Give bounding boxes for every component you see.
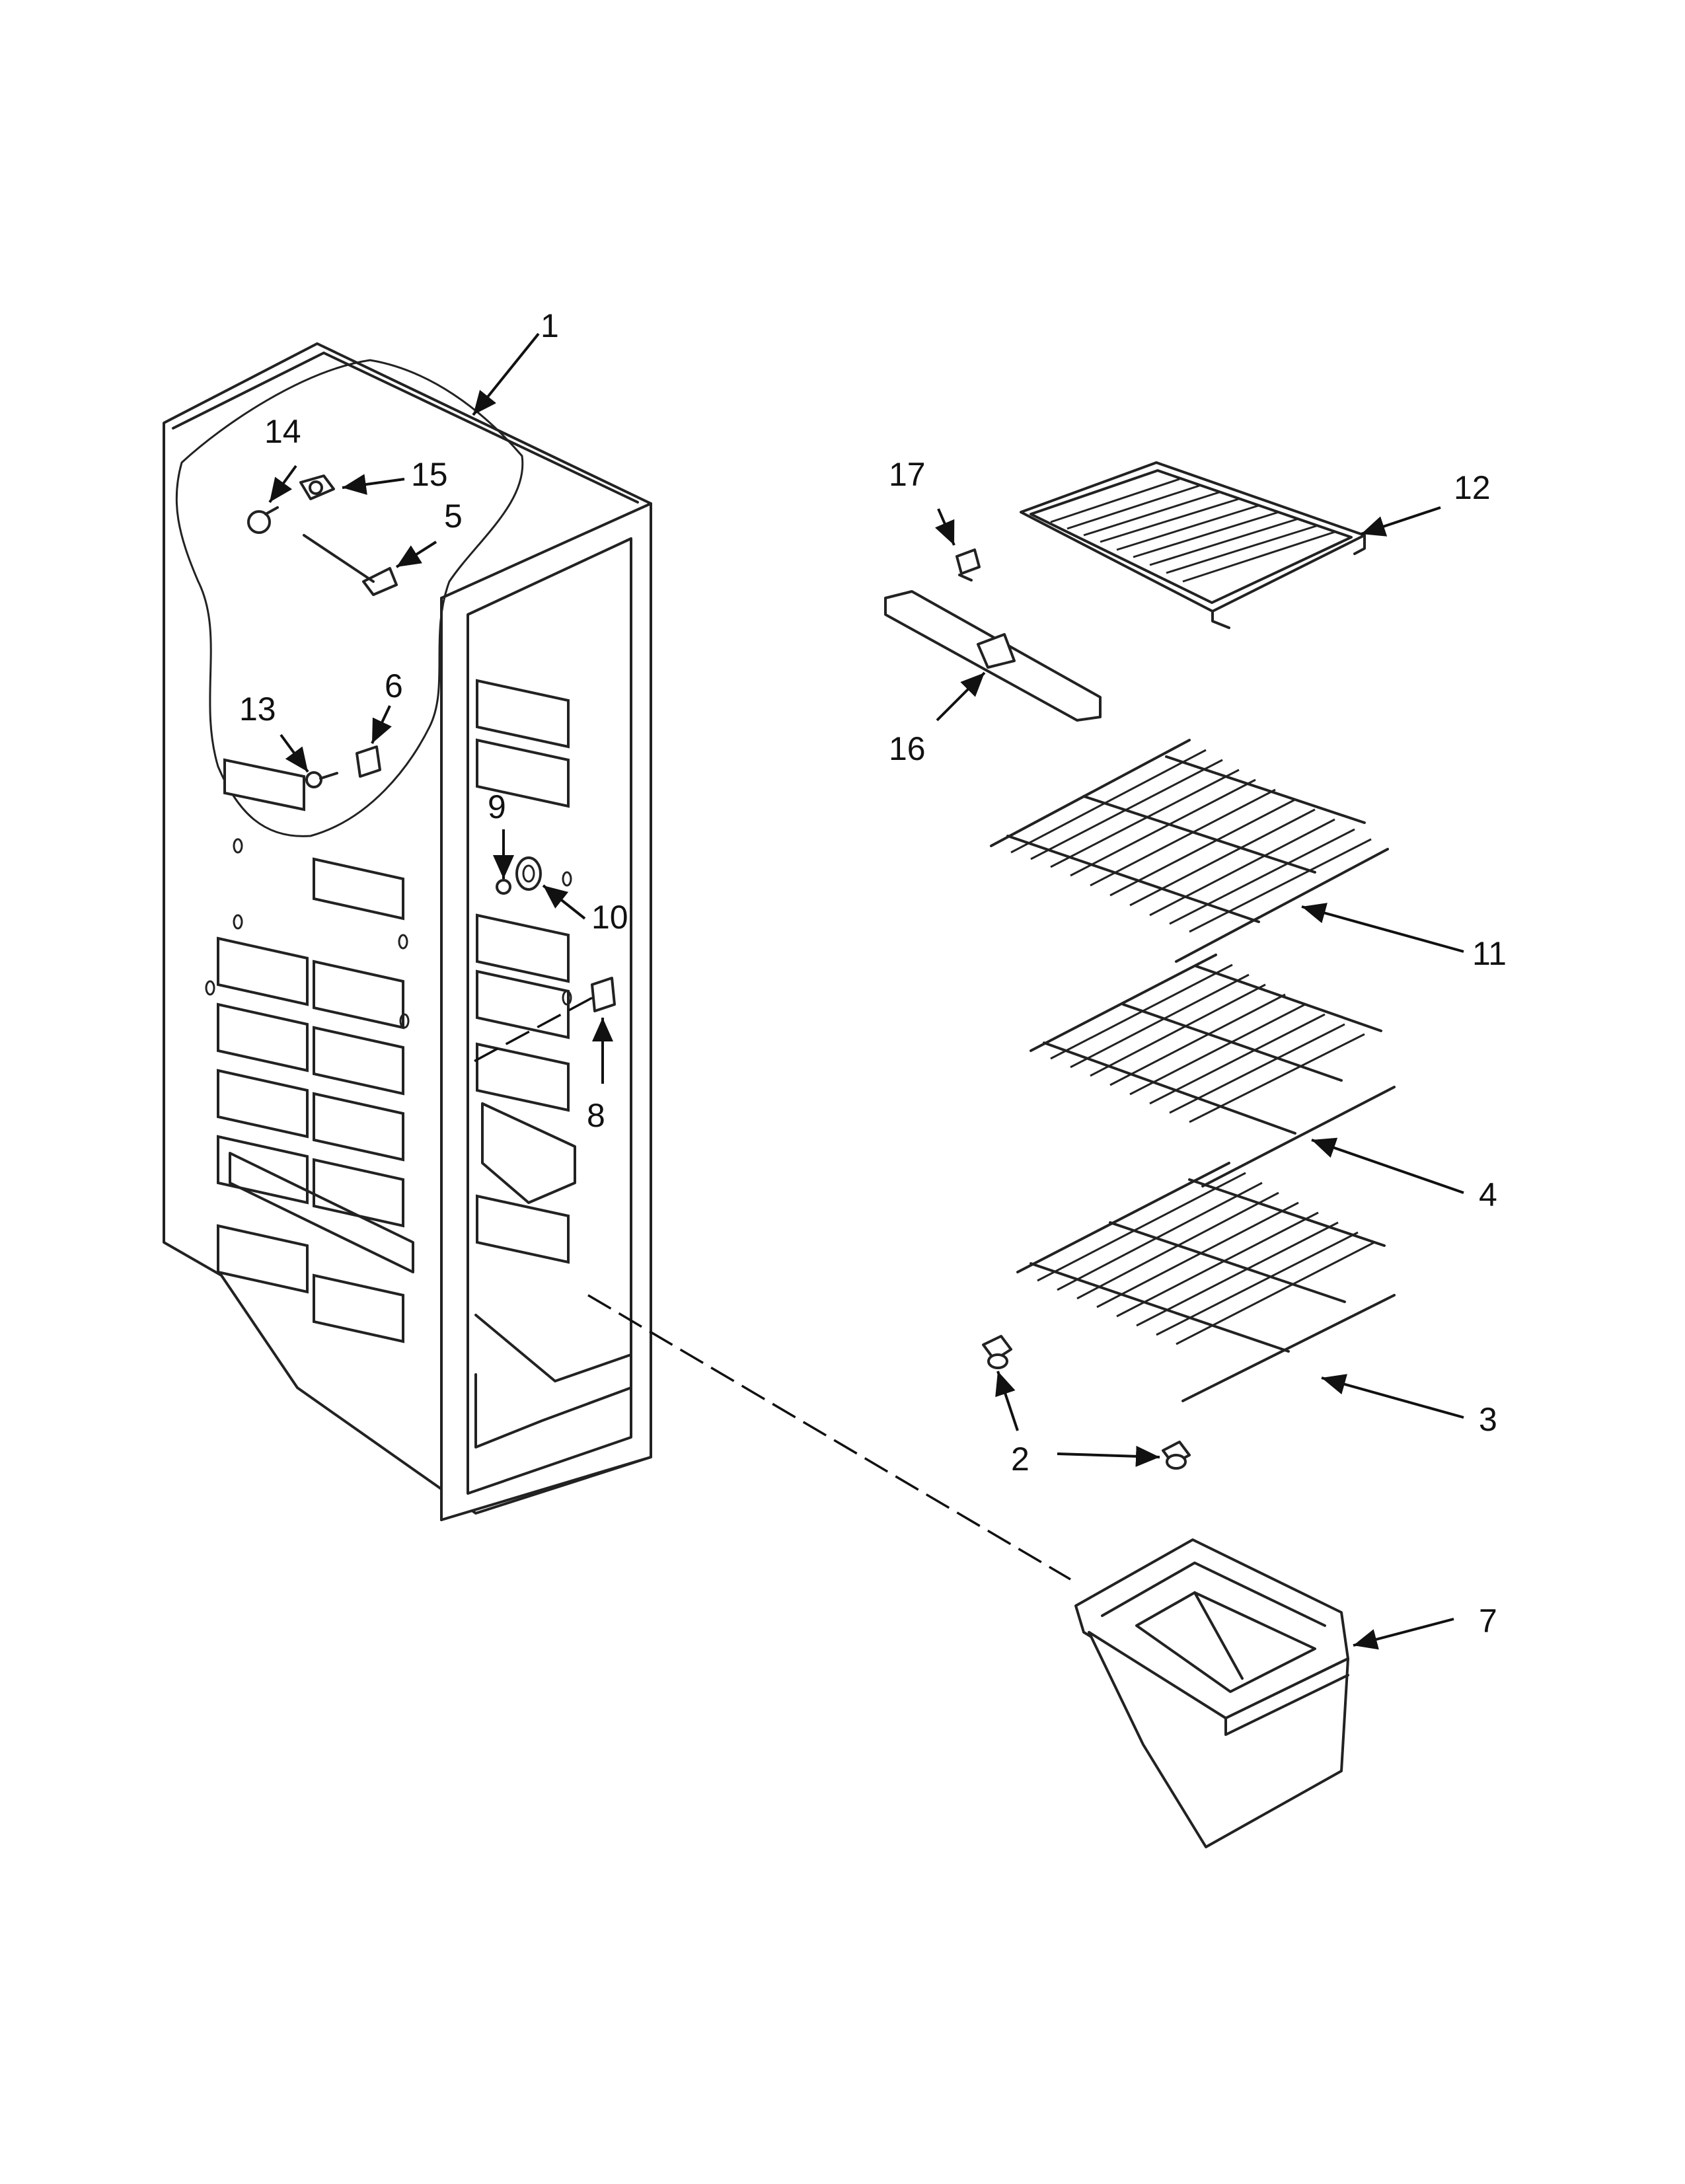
callout-14: 14 <box>264 413 301 450</box>
leader-lines <box>268 332 1464 1650</box>
part-16-shelf-support <box>884 590 1102 722</box>
callout-7: 7 <box>1479 1602 1497 1639</box>
callout-9: 9 <box>488 788 506 825</box>
callout-3: 3 <box>1479 1401 1497 1438</box>
callout-4: 4 <box>1479 1176 1497 1213</box>
freezer-liner <box>163 342 652 1521</box>
callout-5: 5 <box>444 498 463 535</box>
part-17-screw <box>955 548 981 582</box>
callout-12: 12 <box>1454 469 1491 506</box>
callout-2: 2 <box>1011 1441 1030 1478</box>
part-9-screw <box>496 879 511 895</box>
callout-6: 6 <box>385 667 403 704</box>
callout-17: 17 <box>889 456 926 493</box>
part-11-wire-shelf <box>990 739 1389 963</box>
part-12-top-shelf <box>1020 461 1366 629</box>
callout-8: 8 <box>587 1097 605 1134</box>
part-13-screw <box>305 771 338 788</box>
part-4-wire-shelf <box>1030 954 1396 1187</box>
part-7-freezer-pan <box>1074 1538 1349 1848</box>
part-2-end-caps <box>982 1335 1191 1470</box>
part-10-damper <box>515 856 542 891</box>
part-15-light-socket <box>299 474 335 500</box>
side-wall-slots <box>476 679 576 1264</box>
callout-16: 16 <box>889 730 926 767</box>
callout-11: 11 <box>1472 935 1507 972</box>
callout-13: 13 <box>239 691 276 728</box>
part-6-bracket <box>356 745 381 778</box>
part-5-clip <box>303 534 398 596</box>
pan-guide-line <box>587 1294 1071 1581</box>
callout-15: 15 <box>411 456 448 493</box>
part-8-switch <box>468 977 616 1065</box>
back-wall-panels <box>217 758 414 1343</box>
callout-10: 10 <box>591 899 628 936</box>
part-14-light-bulb <box>247 506 279 534</box>
part-3-wire-shelf <box>1016 1162 1396 1402</box>
liner-holes <box>205 838 572 1029</box>
callout-1: 1 <box>541 307 559 344</box>
callout-labels: 1 2 3 4 5 6 7 8 9 10 11 12 13 14 15 16 1… <box>239 307 1507 1639</box>
